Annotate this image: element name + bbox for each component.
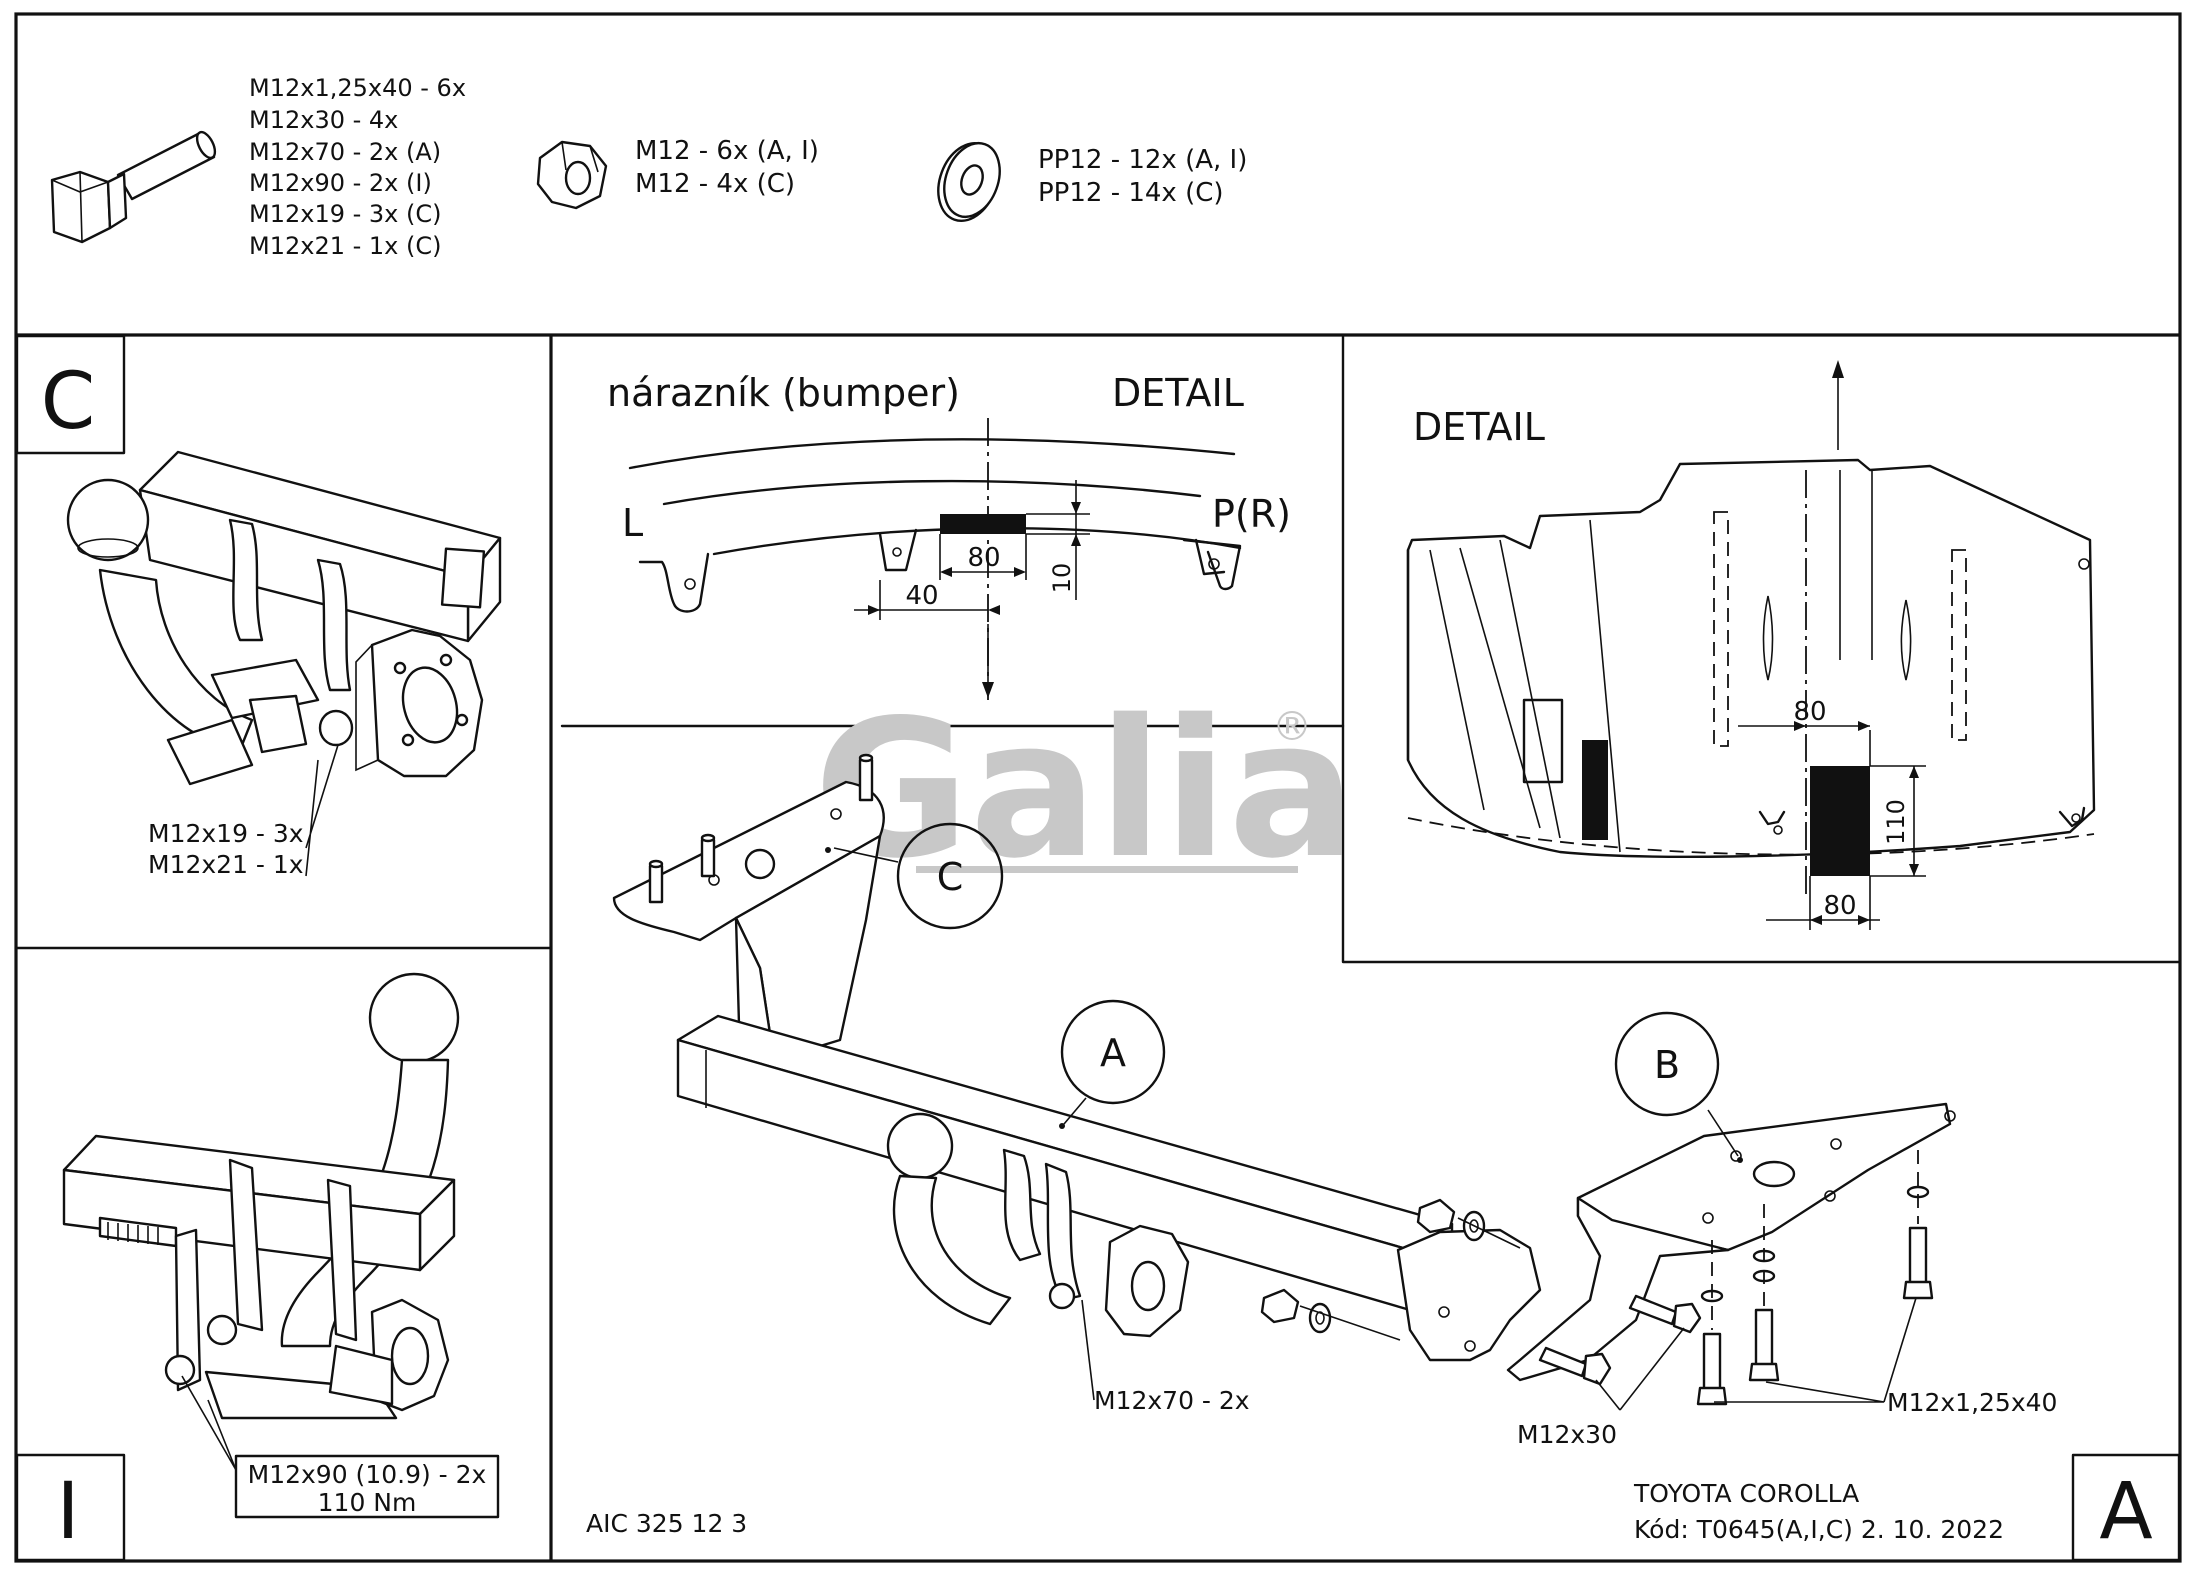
bolt-spec-1: M12x1,25x40 - 6x [249,74,466,102]
washer-specs: PP12 - 12x (A, I) PP12 - 14x (C) [1038,145,1247,208]
c-corner-box [15,334,126,455]
bolt-spec-4: M12x90 - 2x (I) [249,169,432,197]
bumper-dim-80: 80 [967,543,1000,573]
panel-c-letter: C [41,357,95,447]
callout-c: C [937,855,964,899]
bumper-right-label: P(R) [1212,492,1291,536]
nut-spec-2: M12 - 4x (C) [635,169,795,199]
panel-i-drawing [62,972,460,1420]
i-corner-box [15,1453,126,1562]
product-code: AIC 325 12 3 [586,1509,747,1538]
reference-block-small [1582,740,1608,840]
rear-detail-title: DETAIL [1413,405,1545,449]
bolt-specs: M12x1,25x40 - 6x M12x30 - 4x M12x70 - 2x… [249,74,466,260]
nut-spec-1: M12 - 6x (A, I) [635,136,819,166]
callout-b: B [1654,1043,1680,1087]
panel-a-letter: A [2099,1467,2152,1557]
nut-icon [536,140,608,210]
washer-spec-2: PP12 - 14x (C) [1038,178,1224,208]
main-assembly [612,753,1956,1411]
rear-dim-bottom: 80 [1823,891,1856,921]
c-note-1: M12x19 - 3x [148,819,304,848]
reflector-left [1522,698,1564,784]
bolt-spec-6: M12x21 - 1x (C) [249,232,442,260]
a-corner-box [2071,1453,2181,1562]
kod-date: Kód: T0645(A,I,C) 2. 10. 2022 [1634,1515,2004,1544]
bumper-label: nárazník (bumper) [607,371,960,415]
label-m12x70: M12x70 - 2x [1094,1386,1250,1415]
bolt-spec-2: M12x30 - 4x [249,106,398,134]
galia-logo: Galia ® [814,679,1357,900]
washer-icon [937,142,1001,222]
rear-dim-height: 110 [1882,799,1910,845]
i-note-1: M12x90 (10.9) - 2x [248,1460,487,1489]
rear-dim-top: 80 [1793,697,1826,727]
callout-a: A [1100,1031,1126,1075]
panel-c-notes: M12x19 - 3x M12x21 - 1x [148,744,339,879]
washer-spec-1: PP12 - 12x (A, I) [1038,145,1247,175]
bolt-icon [50,130,217,244]
panel-i-torque-box: M12x90 (10.9) - 2x 110 Nm [181,1375,500,1519]
reference-block [1810,766,1870,876]
nut-specs: M12 - 6x (A, I) M12 - 4x (C) [635,136,819,199]
logo-text: Galia [814,679,1357,900]
label-m12x125x40: M12x1,25x40 [1887,1388,2057,1417]
bumper-left-label: L [622,501,643,545]
c-note-2: M12x21 - 1x [148,850,304,879]
panel-i-letter: I [56,1467,79,1557]
panel-c-drawing [66,450,502,786]
bumper-detail-title: DETAIL [1112,371,1244,415]
frame-lines [14,12,2182,1563]
bumper-dim-10: 10 [1048,563,1076,594]
bolt-spec-5: M12x19 - 3x (C) [249,200,442,228]
logo-registered: ® [1272,704,1312,750]
mount-marker [940,514,1026,534]
i-note-2: 110 Nm [318,1488,417,1517]
bumper-dim-40: 40 [905,581,938,611]
bumper-detail: nárazník (bumper) DETAIL L P(R) 80 40 [607,371,1291,700]
bolt-spec-3: M12x70 - 2x (A) [249,138,441,166]
label-m12x30: M12x30 [1517,1420,1617,1449]
vehicle-name: TOYOTA COROLLA [1633,1479,1859,1508]
rear-detail: DETAIL 80 110 [1406,360,2096,930]
